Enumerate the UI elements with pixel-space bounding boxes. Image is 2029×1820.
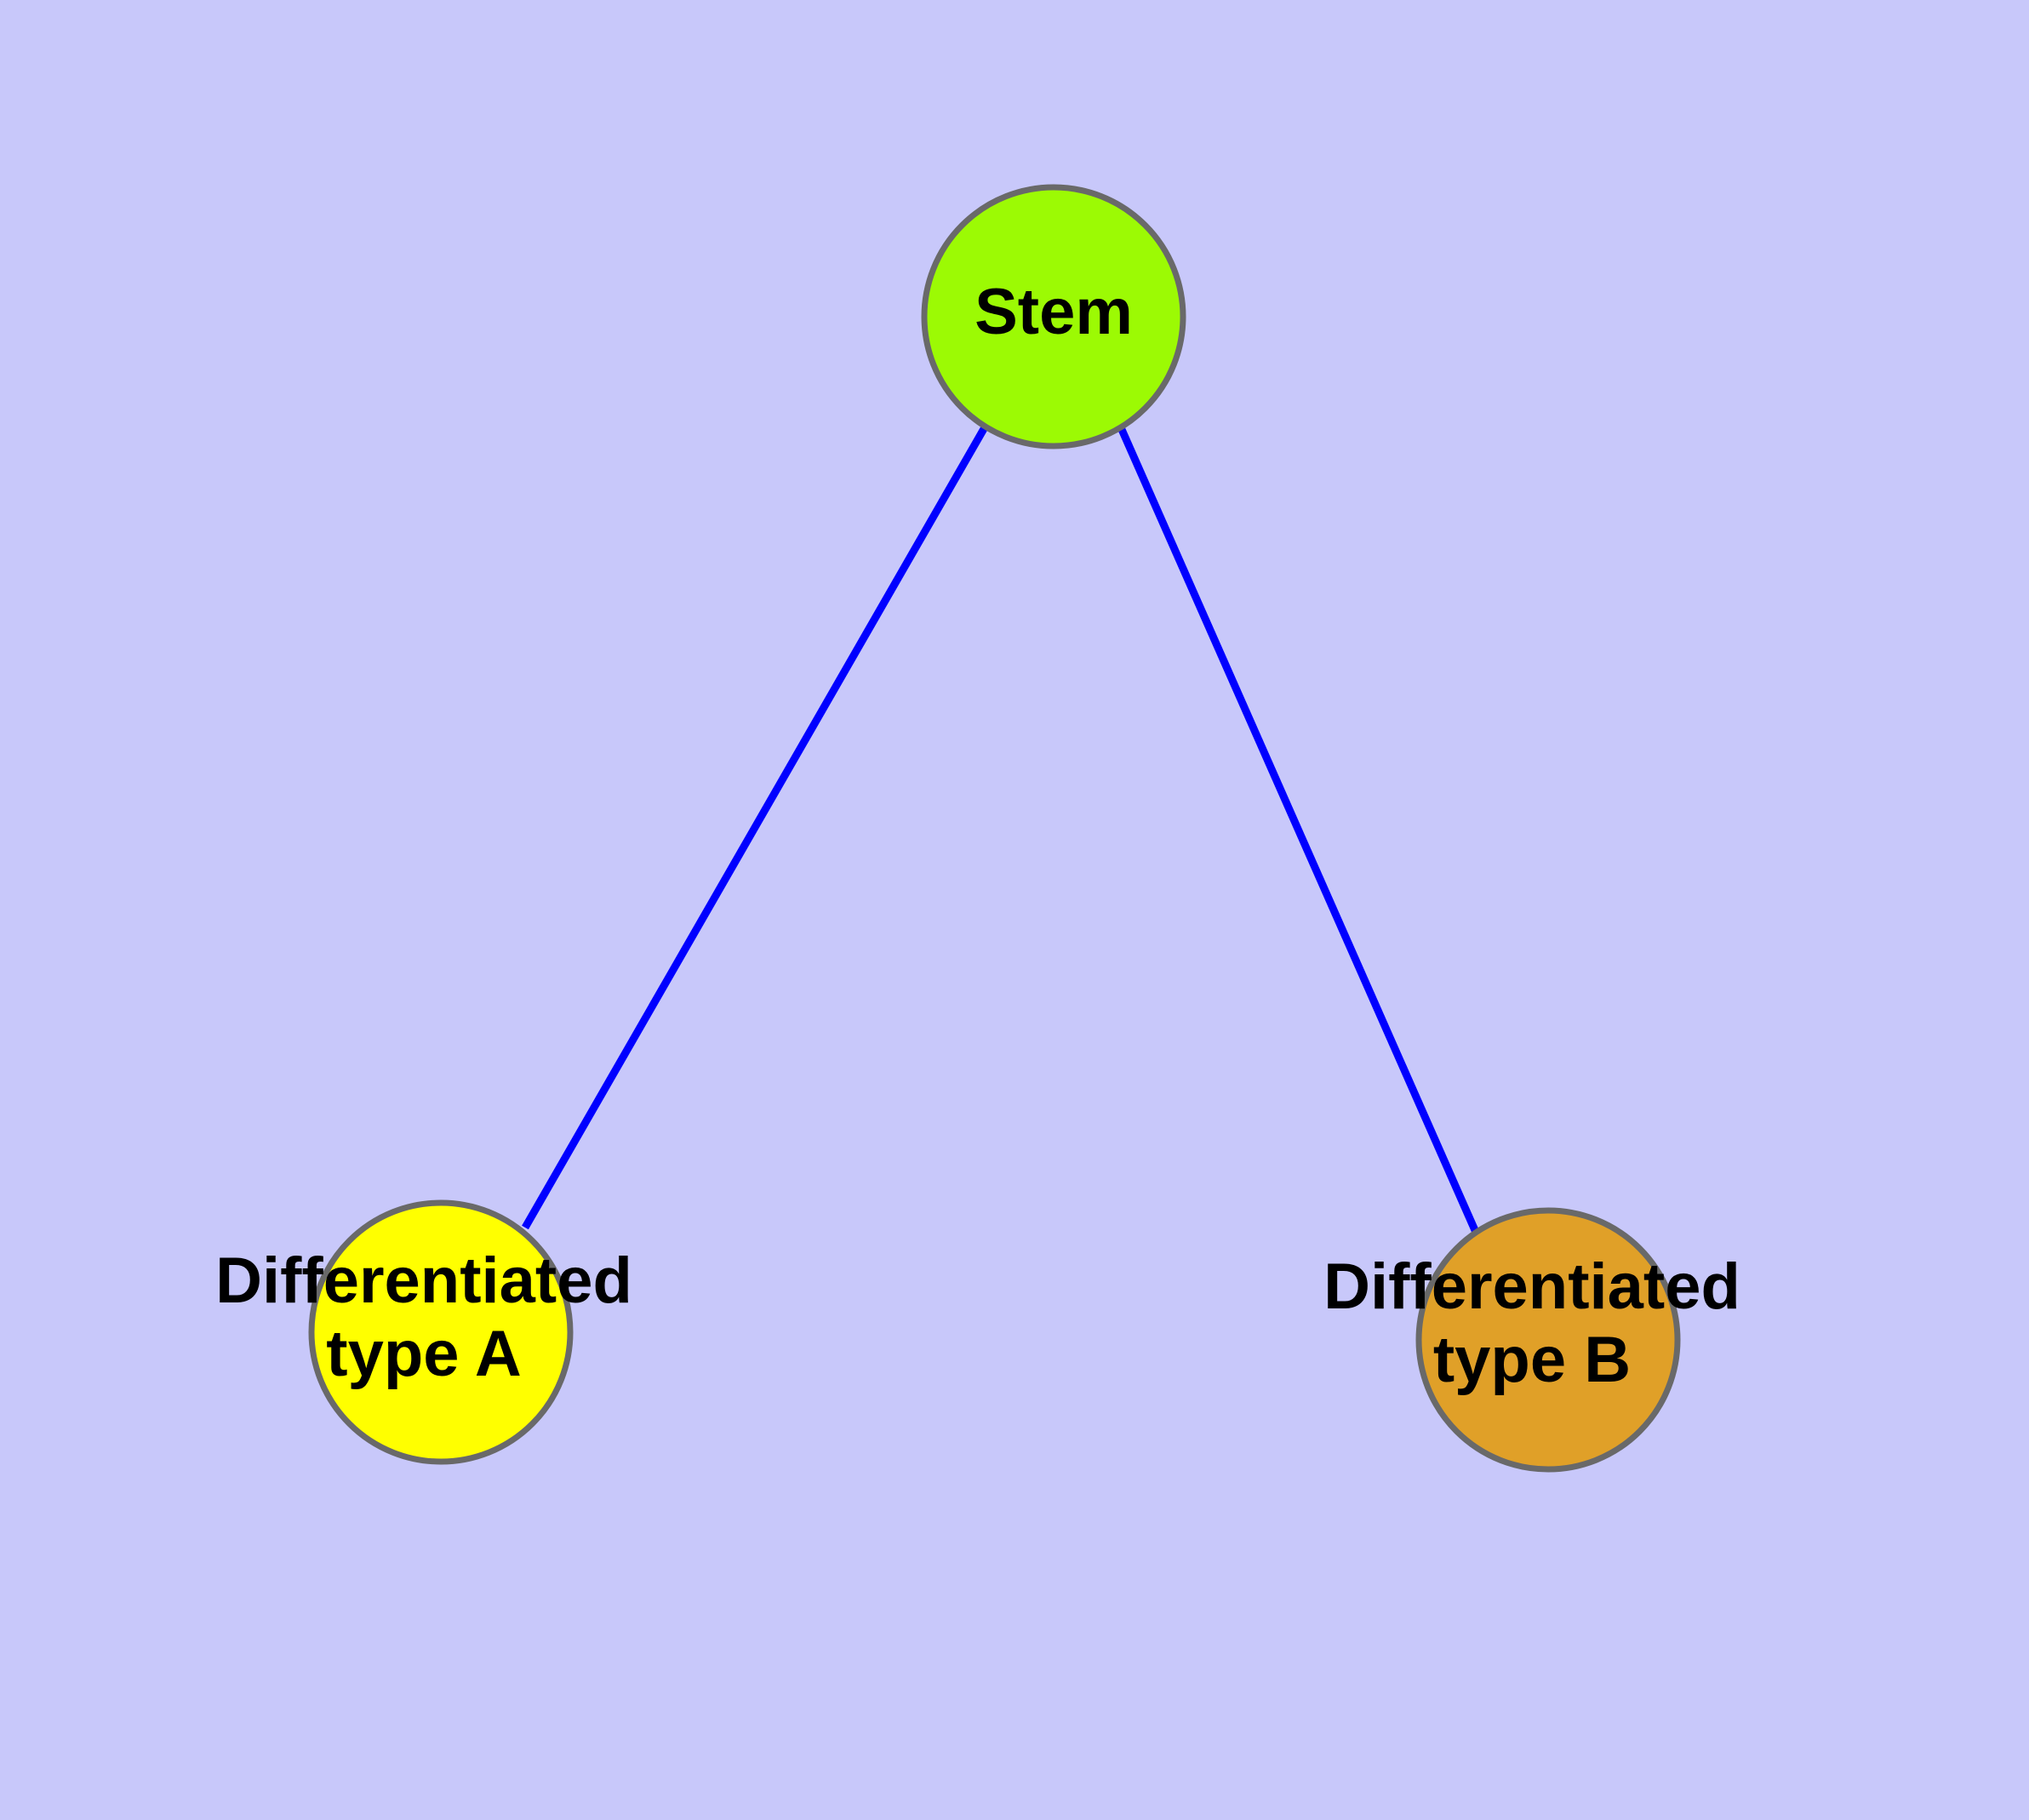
node-label-line: type B	[1433, 1324, 1631, 1396]
node-label-line: Differentiated	[1323, 1251, 1740, 1323]
node-label-line: Stem	[974, 276, 1133, 348]
node-label-stem: Stem	[974, 276, 1133, 348]
graph-node-stem[interactable]: Stem	[921, 184, 1186, 449]
node-label-line: Differentiated	[215, 1245, 632, 1317]
node-circle-stem[interactable]	[921, 184, 1186, 449]
node-label-line: type A	[326, 1318, 521, 1390]
node-circle-diff_b[interactable]	[1415, 1207, 1681, 1473]
graph-edge-stem-to-diff-a[interactable]	[522, 425, 988, 1230]
edges-layer	[522, 424, 1482, 1238]
graph-edge-stem-to-diff-b[interactable]	[1116, 424, 1482, 1238]
node-circle-diff_a[interactable]	[308, 1199, 574, 1465]
